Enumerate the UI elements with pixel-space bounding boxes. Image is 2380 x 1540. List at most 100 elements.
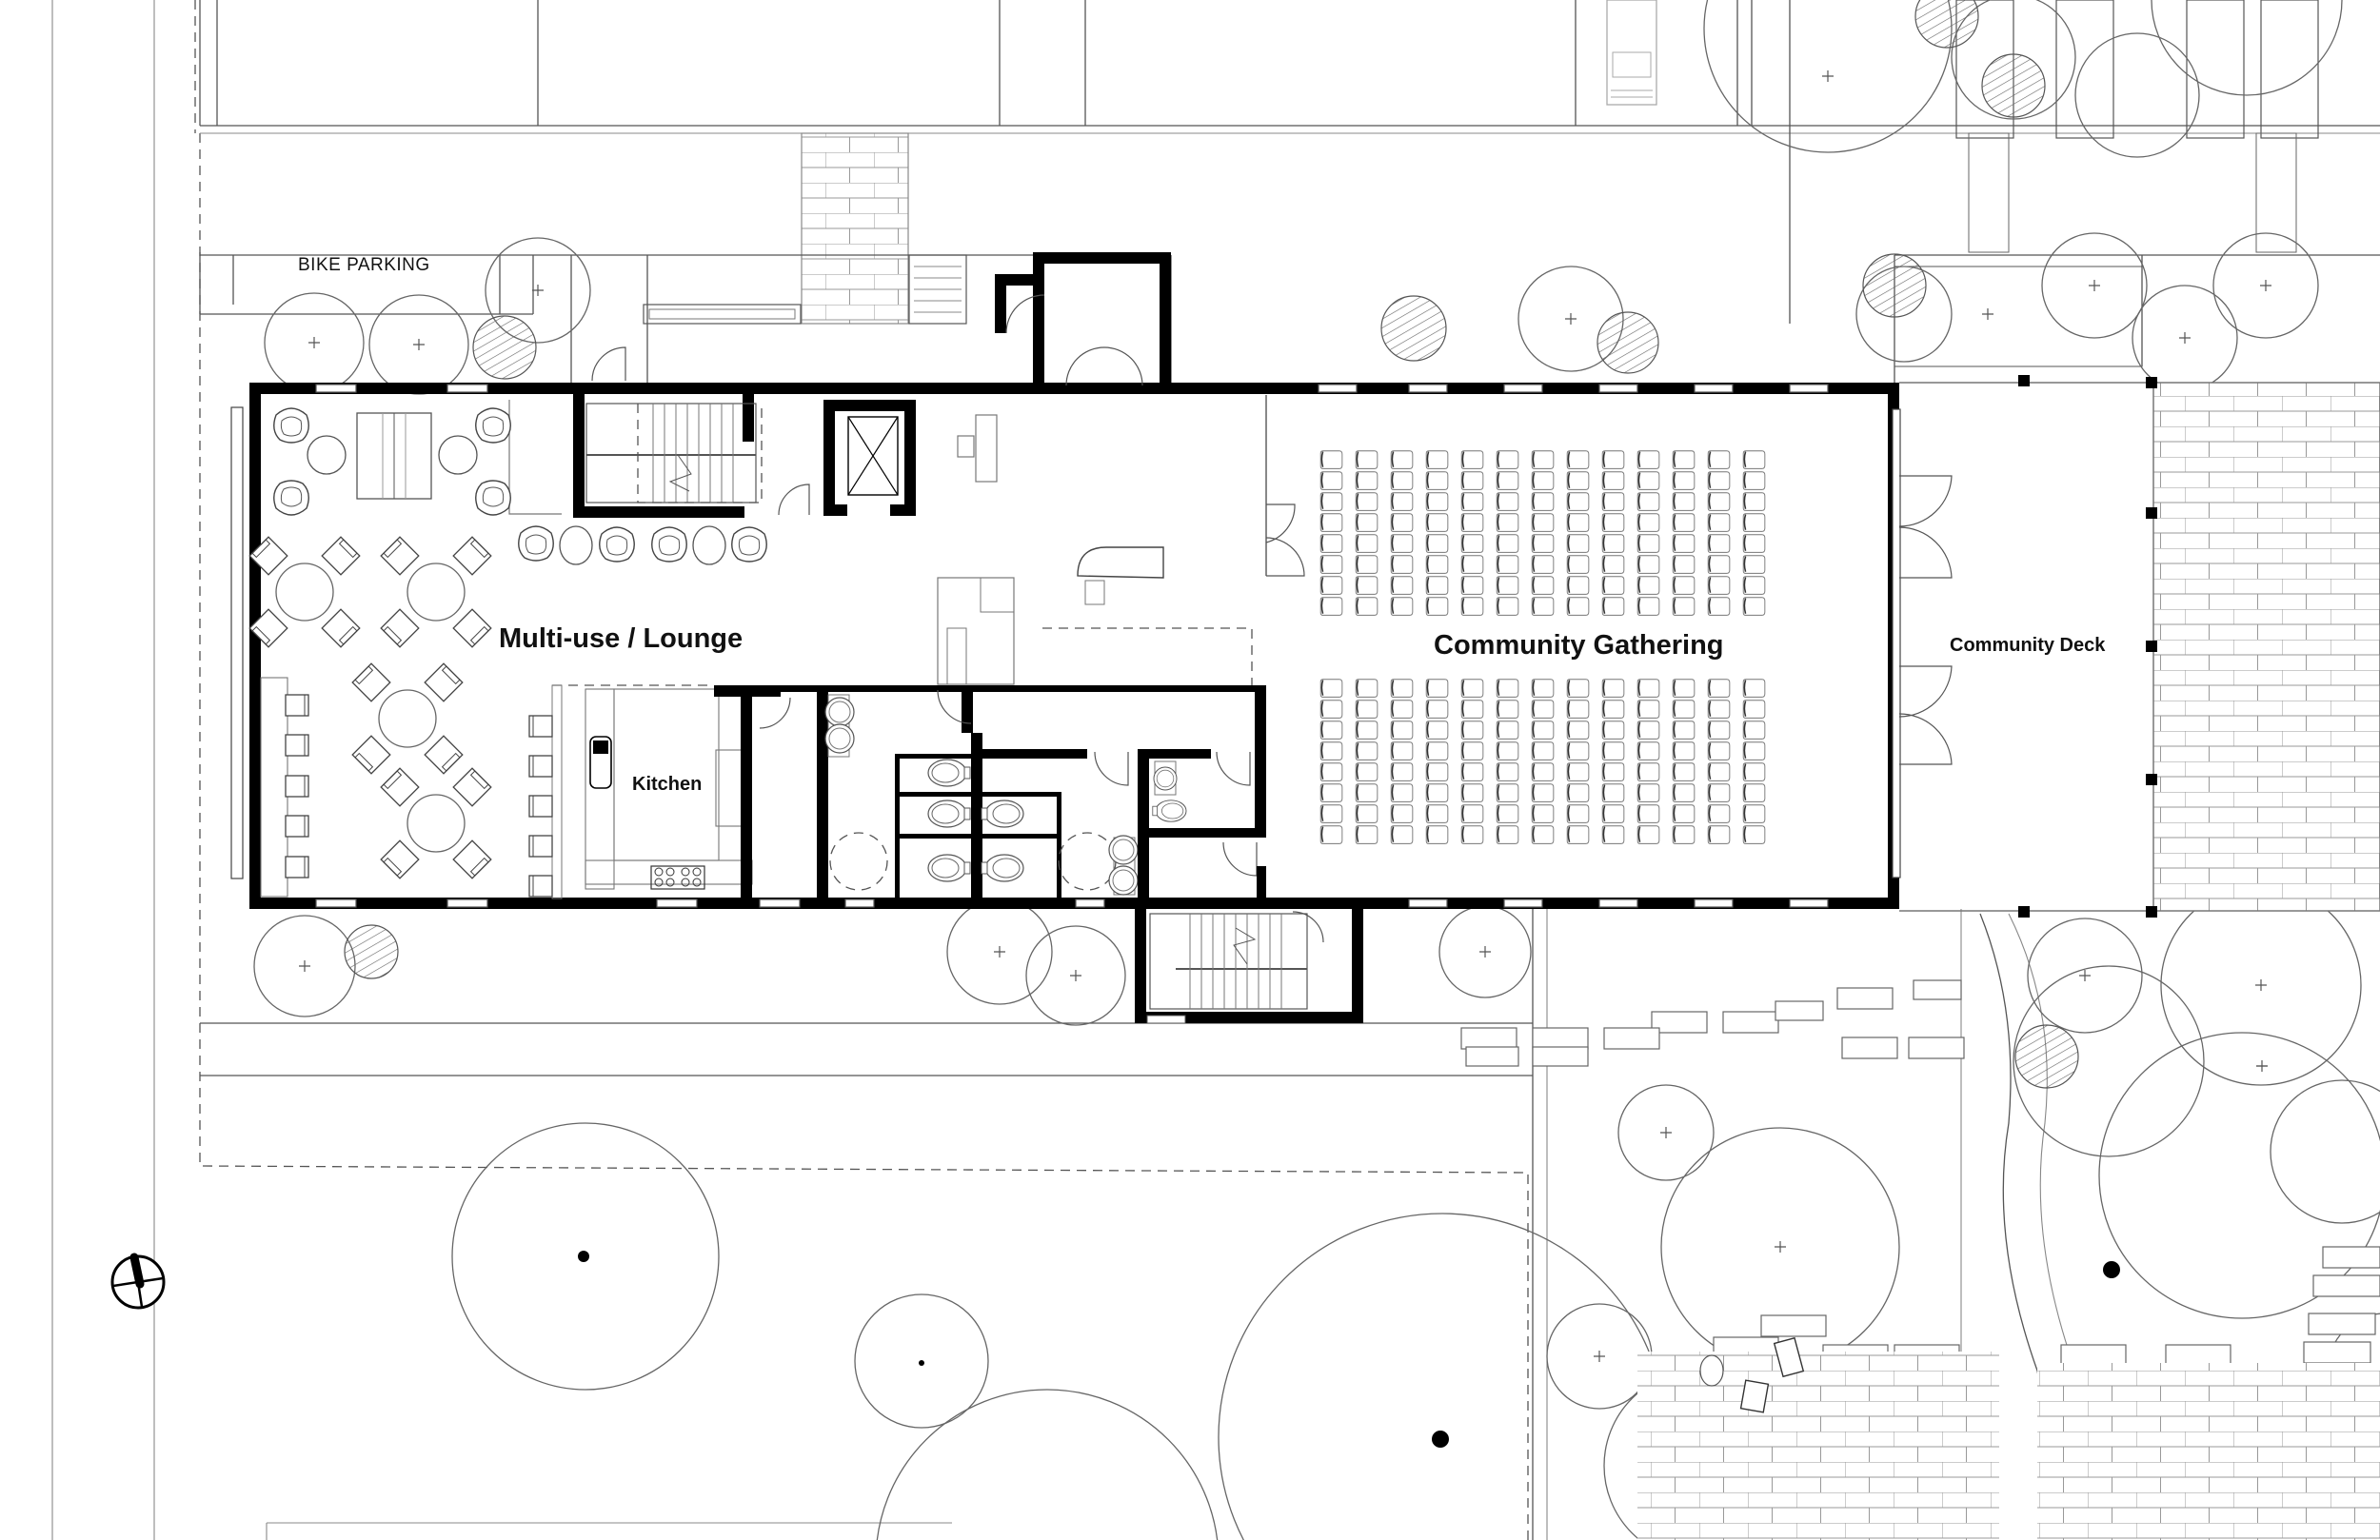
seat — [1319, 824, 1343, 845]
seat — [1355, 554, 1378, 575]
seat — [1319, 512, 1343, 533]
seat — [1672, 449, 1696, 470]
seat — [1672, 699, 1696, 720]
seat — [1319, 533, 1343, 554]
seat — [1566, 782, 1590, 803]
seat — [1460, 699, 1484, 720]
seat — [1390, 761, 1414, 782]
seat — [1390, 782, 1414, 803]
seat — [1496, 470, 1519, 491]
seat — [1566, 470, 1590, 491]
seat — [1601, 761, 1625, 782]
seat — [1707, 782, 1731, 803]
seat — [1601, 449, 1625, 470]
seat — [1496, 554, 1519, 575]
seat — [1566, 512, 1590, 533]
seat — [1425, 740, 1449, 761]
seat — [1390, 678, 1414, 699]
seat — [1319, 740, 1343, 761]
seat — [1742, 554, 1766, 575]
seat — [1355, 761, 1378, 782]
seat — [1531, 596, 1555, 617]
seat — [1672, 720, 1696, 740]
seat — [1566, 803, 1590, 824]
lounge-furniture — [249, 407, 767, 898]
seat — [1566, 554, 1590, 575]
seat — [1601, 740, 1625, 761]
seat — [1742, 491, 1766, 512]
seat — [1742, 803, 1766, 824]
seat — [1566, 761, 1590, 782]
seat — [1601, 554, 1625, 575]
seat — [1672, 740, 1696, 761]
seat — [1390, 720, 1414, 740]
seat — [1742, 720, 1766, 740]
seat — [1707, 491, 1731, 512]
seat — [1707, 575, 1731, 596]
seat — [1460, 761, 1484, 782]
seat — [1707, 533, 1731, 554]
seat — [1390, 449, 1414, 470]
seating-block-north — [1319, 449, 1766, 617]
seat — [1531, 782, 1555, 803]
seat — [1601, 491, 1625, 512]
seat — [1425, 824, 1449, 845]
seat — [1742, 824, 1766, 845]
restroom-single — [1149, 749, 1266, 899]
seat — [1672, 512, 1696, 533]
seat — [1496, 512, 1519, 533]
seat — [1636, 596, 1660, 617]
seat — [1460, 678, 1484, 699]
seat — [1707, 740, 1731, 761]
seat — [1531, 470, 1555, 491]
seat — [1672, 554, 1696, 575]
seat — [1355, 720, 1378, 740]
seat — [1355, 449, 1378, 470]
seat — [1672, 761, 1696, 782]
seat — [1355, 699, 1378, 720]
seat — [1636, 740, 1660, 761]
seat — [1531, 678, 1555, 699]
seat — [1601, 533, 1625, 554]
seat — [1566, 533, 1590, 554]
seat — [1672, 575, 1696, 596]
property-line — [199, 133, 1529, 1540]
seat — [1355, 491, 1378, 512]
seat — [1601, 470, 1625, 491]
seat — [1425, 699, 1449, 720]
seat — [1460, 740, 1484, 761]
seat — [1319, 491, 1343, 512]
seat — [1319, 554, 1343, 575]
seat — [1531, 554, 1555, 575]
brick-wall — [801, 132, 909, 325]
community-gathering-label: Community Gathering — [1434, 630, 1724, 661]
seat — [1496, 782, 1519, 803]
seat — [1531, 699, 1555, 720]
seat — [1531, 740, 1555, 761]
bike-parking-label: BIKE PARKING — [298, 255, 430, 275]
seat — [1636, 782, 1660, 803]
seat — [1672, 678, 1696, 699]
seat — [1636, 575, 1660, 596]
kitchen — [551, 684, 753, 899]
seat — [1566, 491, 1590, 512]
site-context — [51, 0, 2380, 1540]
seat — [1496, 720, 1519, 740]
seat — [1566, 699, 1590, 720]
seat — [1355, 575, 1378, 596]
seat — [1496, 761, 1519, 782]
seat — [1636, 678, 1660, 699]
seat — [1425, 449, 1449, 470]
seat — [1355, 782, 1378, 803]
seat — [1460, 720, 1484, 740]
seat — [1425, 491, 1449, 512]
seat — [1531, 533, 1555, 554]
seat — [1390, 512, 1414, 533]
seat — [1319, 782, 1343, 803]
seat — [1355, 512, 1378, 533]
seat — [1636, 491, 1660, 512]
seat — [1707, 761, 1731, 782]
brick-paving-garden-right — [2037, 1363, 2380, 1540]
seat — [1390, 740, 1414, 761]
